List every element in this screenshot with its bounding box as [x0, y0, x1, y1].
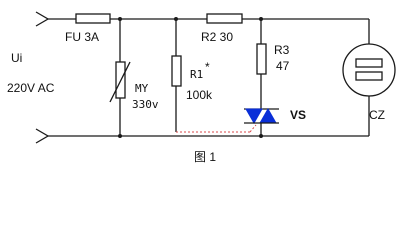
circuit-diagram: Ui 220V AC FU 3A MY 330v R1 * 100k R2 30… — [7, 11, 396, 164]
triac-lower-triangle-icon — [259, 107, 277, 124]
resistor-r2-symbol — [206, 13, 243, 24]
junction-dot — [259, 134, 263, 138]
circuit-svg: Ui 220V AC FU 3A MY 330v R1 * 100k R2 30… — [7, 11, 396, 164]
input-terminal-top-icon — [35, 11, 50, 27]
triac-upper-triangle-icon — [245, 108, 263, 125]
r3-value-label: 47 — [276, 59, 290, 73]
input-terminal-bottom-icon — [35, 128, 50, 144]
varistor-value-label: 330v — [132, 98, 159, 111]
junction-dot — [118, 17, 122, 21]
socket-slot-bottom-icon — [355, 71, 383, 81]
r1-star-label: * — [205, 60, 210, 74]
r1-name-label: R1 — [190, 68, 203, 81]
resistor-r1-symbol — [171, 55, 182, 87]
varistor-slash-icon — [109, 61, 131, 103]
junction-dot — [118, 134, 122, 138]
triac-label: VS — [290, 108, 306, 122]
r1-value-label: 100k — [186, 88, 213, 102]
input-label: Ui — [11, 51, 22, 65]
fuse-label: FU 3A — [65, 30, 99, 44]
varistor-name-label: MY — [135, 82, 149, 95]
resistor-r3-symbol — [256, 43, 267, 75]
figure-caption: 图 1 — [194, 150, 216, 164]
fuse-symbol — [75, 13, 111, 24]
junction-dot — [259, 17, 263, 21]
wire-gate-stub — [249, 124, 257, 133]
socket-slot-top-icon — [355, 58, 383, 68]
junction-dot — [174, 17, 178, 21]
r2-label: R2 30 — [201, 30, 233, 44]
input-voltage-label: 220V AC — [7, 81, 55, 95]
socket-label: CZ — [369, 108, 385, 122]
r3-name-label: R3 — [274, 43, 290, 57]
socket-outline-icon — [342, 43, 396, 97]
